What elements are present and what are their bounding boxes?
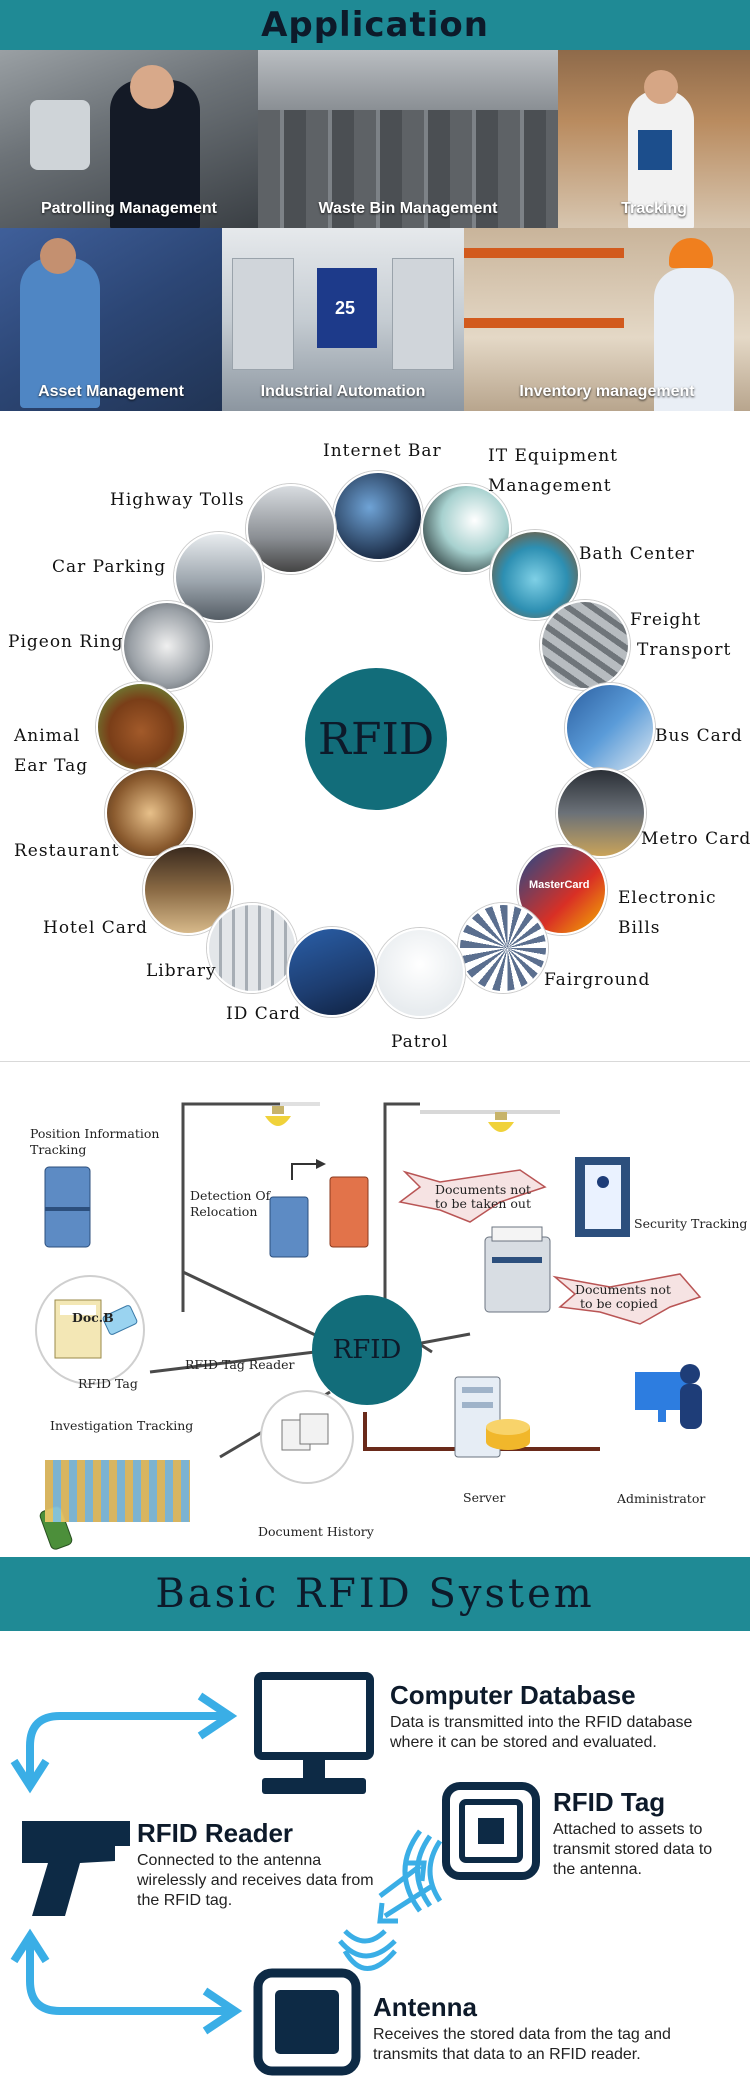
hotel-card-image [143,845,233,935]
label-position-2: Tracking [30,1142,87,1157]
tile-caption: Patrolling Management [40,200,218,217]
label-documents-out-2: to be taken out [435,1196,531,1211]
label-security-tracking: Security Tracking [634,1216,748,1231]
tile-tracking: Tracking [558,50,750,228]
diagram-rfid-center: RFID [312,1295,422,1405]
label-pigeon-ring: Pigeon Ring [8,632,124,652]
application-title: Application [261,5,489,45]
label-electronic-2: Bills [618,918,661,938]
label-rfid-tag: RFID Tag [78,1376,138,1391]
patrol-image [375,928,465,1018]
label-hotel-card: Hotel Card [43,918,148,938]
diagram-bars [45,1460,190,1522]
rfid-tag-heading: RFID Tag [553,1787,666,1817]
tracking-diagram-lines [35,1102,702,1550]
metro-card-image [556,768,646,858]
label-car-parking: Car Parking [52,557,167,577]
label-document-history: Document History [258,1524,374,1539]
label-detection-1: Detection Of [190,1188,271,1203]
label-position-1: Position Information [30,1126,160,1141]
tile-caption: Industrial Automation [260,383,426,400]
label-rfid-tag-reader: RFID Tag Reader [185,1357,295,1372]
system-banner: Basic RFID System [0,1557,750,1631]
pigeon-ring-image [122,601,212,691]
label-investigation: Investigation Tracking [50,1418,194,1433]
label-metro-card: Metro Card [641,829,750,849]
fairground-image [458,903,548,993]
label-highway-tolls: Highway Tolls [110,490,245,510]
tile-asset-management: Asset Management [0,228,222,411]
diagram-rfid-label: RFID [332,1335,402,1365]
label-patrol: Patrol [391,1032,449,1052]
tile-patrolling-management: Patrolling Management [0,50,258,228]
bus-card-image [565,683,655,773]
rfid-reader-heading: RFID Reader [137,1818,294,1848]
label-administrator: Administrator [617,1491,706,1506]
restaurant-image [105,768,195,858]
label-id-card: ID Card [226,1004,301,1024]
highway-tolls-image [246,484,336,574]
section-divider [0,1061,750,1062]
antenna-heading: Antenna [373,1992,477,2022]
id-card-image [287,927,377,1017]
label-it-equipment-2: Management [488,476,612,496]
system-diagram [10,1672,540,2076]
library-image [207,903,297,993]
label-documents-copy-1: Documents not [575,1282,671,1297]
card-text: MasterCard [529,879,590,891]
label-internet-bar: Internet Bar [323,441,442,461]
label-server: Server [463,1490,506,1505]
label-documents-out-1: Documents not [435,1182,531,1197]
rfid-center: RFID [305,668,447,810]
application-banner: Application [0,0,750,50]
label-it-equipment-1: IT Equipment [488,446,618,466]
label-library: Library [146,961,217,981]
system-title: Basic RFID System [155,1571,595,1617]
label-bus-card: Bus Card [655,726,743,746]
freight-transport-image [540,600,630,690]
label-restaurant: Restaurant [14,841,120,861]
antenna-desc: Receives the stored data from the tag an… [373,2026,671,2063]
label-animal-1: Animal [14,726,81,746]
rfid-reader-desc: Connected to the antenna wirelessly and … [137,1852,374,1909]
tile-waste-bin-management: Waste Bin Management [258,50,558,228]
tile-caption: Asset Management [38,383,184,400]
label-electronic-1: Electronic [618,888,717,908]
label-doc-b: Doc.B [72,1310,114,1325]
tile-caption: Inventory management [519,383,695,400]
internet-bar-image [333,471,423,561]
label-freight-1: Freight [630,610,702,630]
rfid-center-label: RFID [317,713,435,765]
label-detection-2: Relocation [190,1204,258,1219]
label-freight-2: Transport [637,640,732,660]
rfid-tag-desc: Attached to assets to transmit stored da… [553,1821,713,1878]
computer-database-desc: Data is transmitted into the RFID databa… [390,1714,693,1751]
tile-caption: Waste Bin Management [318,200,498,217]
label-animal-2: Ear Tag [14,756,89,776]
computer-database-heading: Computer Database [390,1680,636,1710]
label-fairground: Fairground [544,970,651,990]
tile-caption: Tracking [621,200,687,217]
label-bath-center: Bath Center [579,544,695,564]
tile-industrial-automation: 25 Industrial Automation [222,228,464,411]
label-documents-copy-2: to be copied [580,1296,658,1311]
tile-inventory-management: Inventory management [464,228,750,411]
animal-ear-tag-image [96,682,186,772]
